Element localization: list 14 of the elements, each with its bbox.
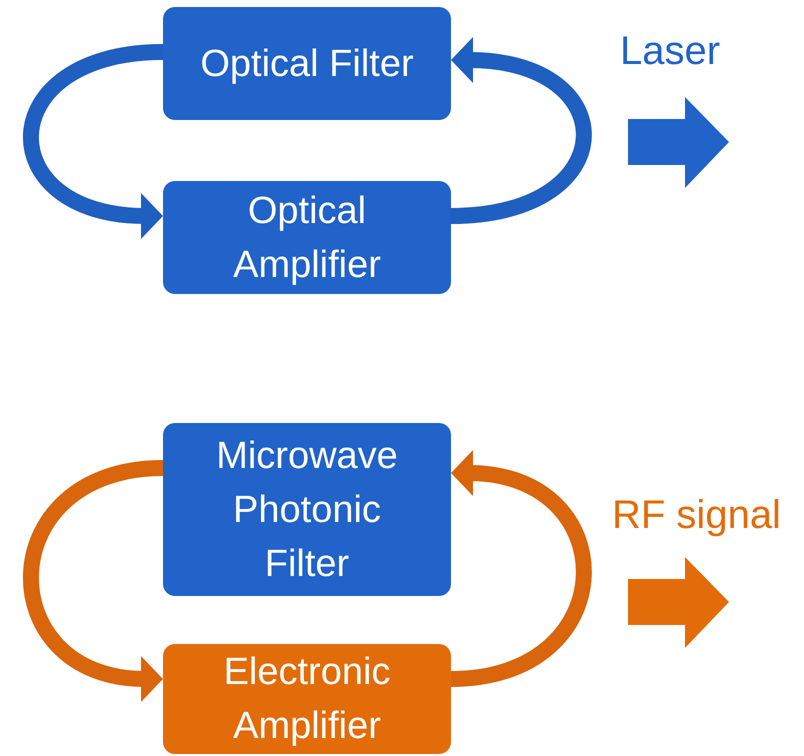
output-label: Laser bbox=[620, 28, 720, 75]
curved-arrow bbox=[23, 44, 164, 239]
box-label: Microwave Photonic Filter bbox=[215, 434, 399, 586]
process-box bbox=[163, 181, 451, 294]
curved-arrow bbox=[450, 450, 592, 687]
curved-arrow bbox=[23, 460, 164, 702]
process-box bbox=[163, 423, 451, 596]
box-label: Optical Filter bbox=[200, 42, 414, 86]
process-box bbox=[163, 644, 451, 754]
output-label: RF signal bbox=[612, 492, 781, 539]
box-label: Electronic Amplifier bbox=[222, 650, 392, 749]
process-box bbox=[163, 7, 451, 120]
curved-arrow bbox=[450, 37, 592, 224]
box-label: Optical Amplifier bbox=[232, 188, 382, 288]
